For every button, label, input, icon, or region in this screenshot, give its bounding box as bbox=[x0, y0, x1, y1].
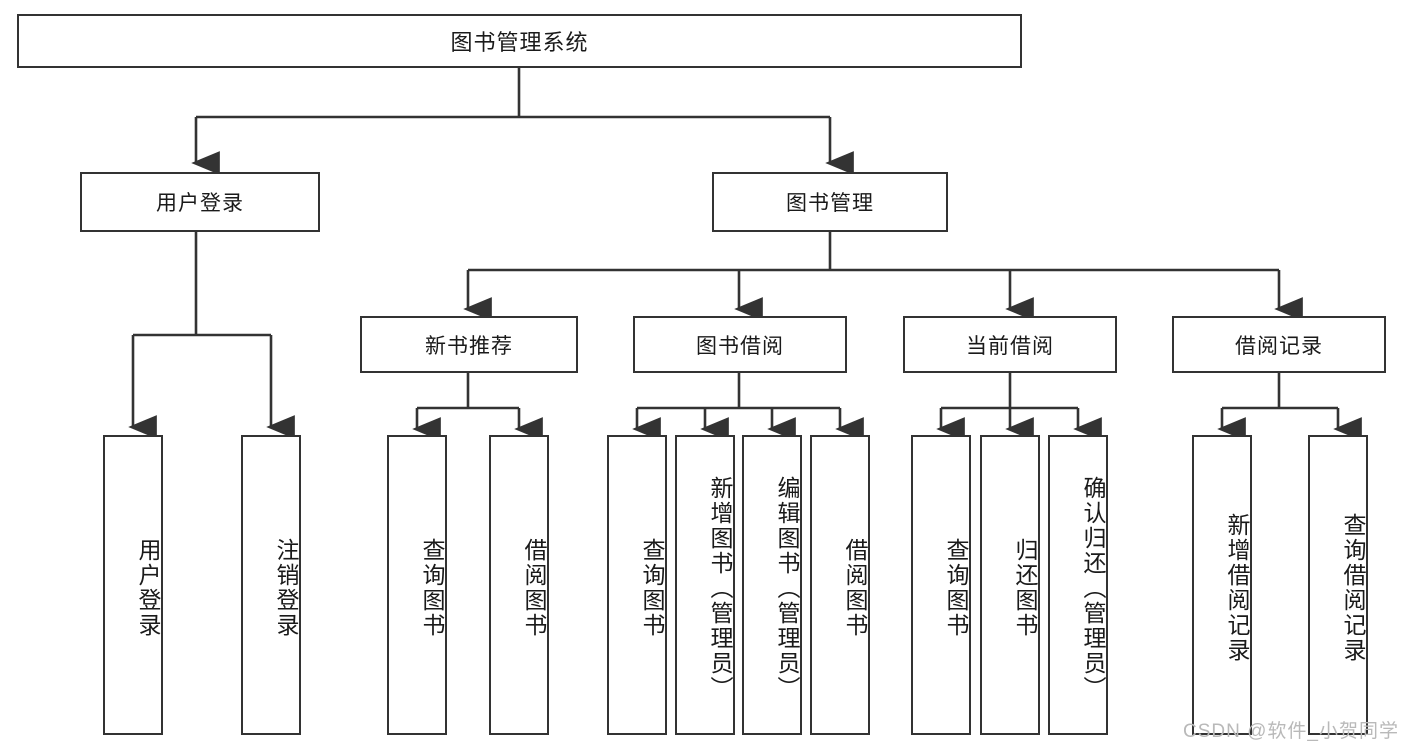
node-label: 图书管理系统 bbox=[450, 30, 589, 55]
node-borrow-record[interactable]: 借阅记录 bbox=[1172, 316, 1386, 373]
leaf-add-borrow-record[interactable]: 新增借阅记录 bbox=[1192, 435, 1252, 735]
node-label: 图书借阅 bbox=[696, 334, 784, 358]
node-label: 新书推荐 bbox=[425, 334, 513, 358]
node-label: 确认归还（管理员） bbox=[1080, 475, 1106, 701]
leaf-confirm-return-admin[interactable]: 确认归还（管理员） bbox=[1048, 435, 1108, 735]
node-label: 查询图书 bbox=[639, 538, 665, 638]
leaf-user-login[interactable]: 用户登录 bbox=[103, 435, 163, 735]
leaf-borrow-book[interactable]: 借阅图书 bbox=[810, 435, 870, 735]
leaf-borrow-book-new[interactable]: 借阅图书 bbox=[489, 435, 549, 735]
node-label: 用户登录 bbox=[135, 538, 161, 638]
node-user-login[interactable]: 用户登录 bbox=[80, 172, 320, 232]
node-label: 编辑图书（管理员） bbox=[774, 475, 800, 701]
node-label: 新增图书（管理员） bbox=[707, 475, 733, 701]
node-label: 归还图书 bbox=[1012, 538, 1038, 638]
node-label: 图书管理 bbox=[786, 192, 874, 215]
node-label: 借阅图书 bbox=[521, 538, 547, 638]
node-book-borrow[interactable]: 图书借阅 bbox=[633, 316, 847, 373]
node-current-borrow[interactable]: 当前借阅 bbox=[903, 316, 1117, 373]
leaf-query-borrow-record[interactable]: 查询借阅记录 bbox=[1308, 435, 1368, 735]
node-book-management[interactable]: 图书管理 bbox=[712, 172, 948, 232]
leaf-edit-book-admin[interactable]: 编辑图书（管理员） bbox=[742, 435, 802, 735]
node-label: 注销登录 bbox=[273, 538, 299, 638]
node-label: 查询图书 bbox=[943, 538, 969, 638]
node-label: 新增借阅记录 bbox=[1224, 513, 1250, 663]
node-root-system[interactable]: 图书管理系统 bbox=[17, 14, 1022, 68]
leaf-query-book-current[interactable]: 查询图书 bbox=[911, 435, 971, 735]
leaf-logout[interactable]: 注销登录 bbox=[241, 435, 301, 735]
node-label: 当前借阅 bbox=[966, 334, 1054, 358]
node-label: 借阅图书 bbox=[842, 538, 868, 638]
leaf-query-book-borrow[interactable]: 查询图书 bbox=[607, 435, 667, 735]
node-label: 查询图书 bbox=[419, 538, 445, 638]
node-new-book-recommend[interactable]: 新书推荐 bbox=[360, 316, 578, 373]
watermark: CSDN @软件_小贺同学 bbox=[1183, 721, 1399, 742]
node-label: 查询借阅记录 bbox=[1340, 513, 1366, 663]
node-label: 借阅记录 bbox=[1235, 334, 1323, 358]
leaf-query-book-new[interactable]: 查询图书 bbox=[387, 435, 447, 735]
leaf-return-book[interactable]: 归还图书 bbox=[980, 435, 1040, 735]
leaf-add-book-admin[interactable]: 新增图书（管理员） bbox=[675, 435, 735, 735]
node-label: 用户登录 bbox=[156, 192, 244, 215]
